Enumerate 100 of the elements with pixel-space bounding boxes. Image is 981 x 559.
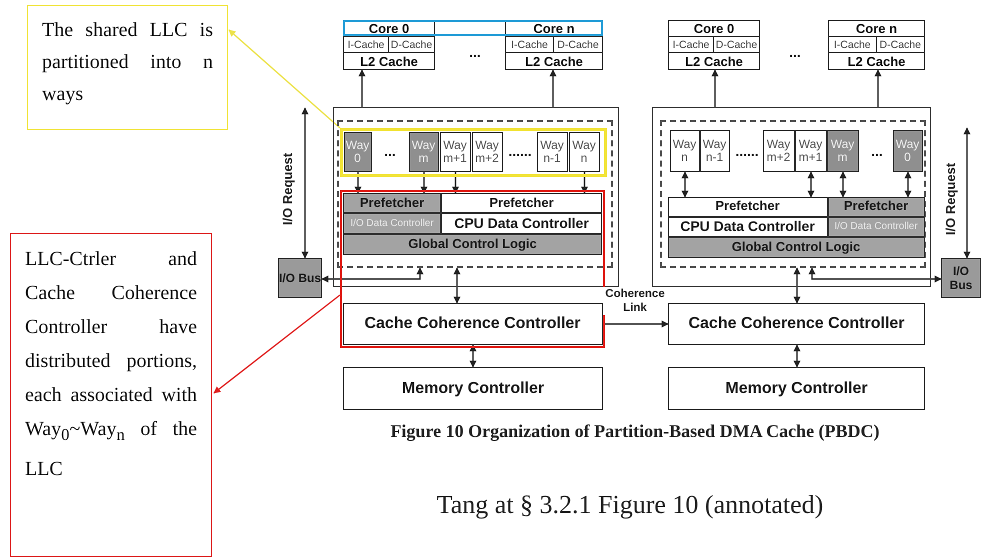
ellipsis: ...... [734,143,760,159]
cache-label: I-Cache [344,37,389,53]
block-label: Cache Coherence Controller [364,314,581,332]
controller-block [668,303,925,345]
arrow [904,171,912,198]
bus-label: I/O Bus [279,271,321,285]
way-label: Way 0 [344,138,370,164]
highlight-box [340,128,606,176]
way-block [700,130,730,172]
arrow [581,172,588,194]
block-label: Global Control Logic [408,237,537,252]
arrow [321,267,424,282]
arrow [964,127,970,259]
core-box [343,20,435,70]
block-label: I/O Data Controller [834,221,918,232]
way-label: Way m+2 [766,138,792,164]
way-block [408,132,438,172]
way-block [472,132,502,172]
cache-label: L2 Cache [359,53,419,69]
cache-label: I-Cache [829,37,876,53]
edge-label: Coherence Link [603,287,667,315]
controller-block [668,216,828,236]
cache-label: L2 Cache [684,53,744,69]
highlight-box [340,190,605,348]
block-label: CPU Data Controller [680,218,815,234]
controller-block [342,302,602,344]
callout-box [10,233,212,557]
controller-block [343,193,441,213]
core-title: Core 0 [344,21,434,37]
block-label: Global Control Logic [732,240,860,254]
ellipsis: ...... [507,143,533,159]
citation-text: Tang at § 3.2.1 Figure 10 (annotated) [436,490,824,520]
arrow [550,69,556,107]
way-label: Way m+1 [442,138,468,164]
arrow [302,107,308,259]
ellipsis: ... [788,44,802,60]
bus-block [941,258,981,298]
arrow [794,267,800,304]
way-label: Way m+1 [798,138,824,164]
controller-block [441,193,602,213]
arrow [358,69,366,107]
callout-text: LLC-Ctrler and Cache Coherence Controller have distributed portions, each associated with Way$_{0}$~Way$_{n}$ of the LLC [25,247,197,482]
arrow [794,344,800,368]
controller-block [668,236,924,258]
cache-label: I-Cache [669,37,714,53]
core-box [828,20,925,70]
block-label: Memory Controller [402,380,544,398]
controller-block [668,196,828,216]
way-label: Way n [672,138,698,164]
controller-block [668,367,925,410]
block-label: Prefetcher [489,196,554,210]
way-block [826,130,858,172]
ellipsis: ... [383,143,397,159]
block-label: Prefetcher [844,199,908,214]
arrow [874,69,882,107]
way-label: Way n-1 [702,138,728,164]
leader-line [213,294,340,394]
way-block [568,132,600,172]
way-label: Way 0 [894,138,920,164]
block-label: Cache Coherence Controller [688,315,905,333]
core-box [668,20,760,70]
core-title: Core 0 [669,21,759,37]
leader-line [228,29,340,129]
core-title: Core n [829,21,924,37]
callout-box [27,5,228,130]
cache-label: D-Cache [389,37,434,53]
way-block [440,132,470,172]
core-box [505,20,603,70]
bus-block [278,258,322,298]
way-block [794,130,826,172]
controller-block [441,213,602,234]
arrow [682,171,688,198]
controller-block [828,196,924,216]
arrow [470,344,476,368]
arrow [454,267,460,304]
controller-block [343,367,603,410]
arrow [712,69,718,107]
bus-label: I/O Bus [948,264,974,292]
interconnect-frame [652,107,931,287]
callout-text: The shared LLC is partitioned into n ways [42,18,213,107]
way-label: Way m [410,138,436,164]
way-block [762,130,794,172]
ellipsis: ... [870,143,884,159]
controller-block [343,213,441,234]
cache-label: L2 Cache [524,53,584,69]
arrow [840,171,846,198]
arrow [452,172,459,194]
cache-boundary [660,120,926,268]
way-block [344,132,372,172]
controller-block [343,234,602,255]
way-block [892,130,922,172]
cache-label: D-Cache [554,37,602,53]
block-label: I/O Data Controller [350,218,434,229]
block-label: Memory Controller [725,380,868,398]
controller-block [828,216,924,236]
cache-label: D-Cache [714,37,759,53]
arrow [420,172,428,194]
block-label: CPU Data Controller [454,216,589,232]
ellipsis: ... [468,44,482,60]
cache-label: L2 Cache [846,53,906,69]
